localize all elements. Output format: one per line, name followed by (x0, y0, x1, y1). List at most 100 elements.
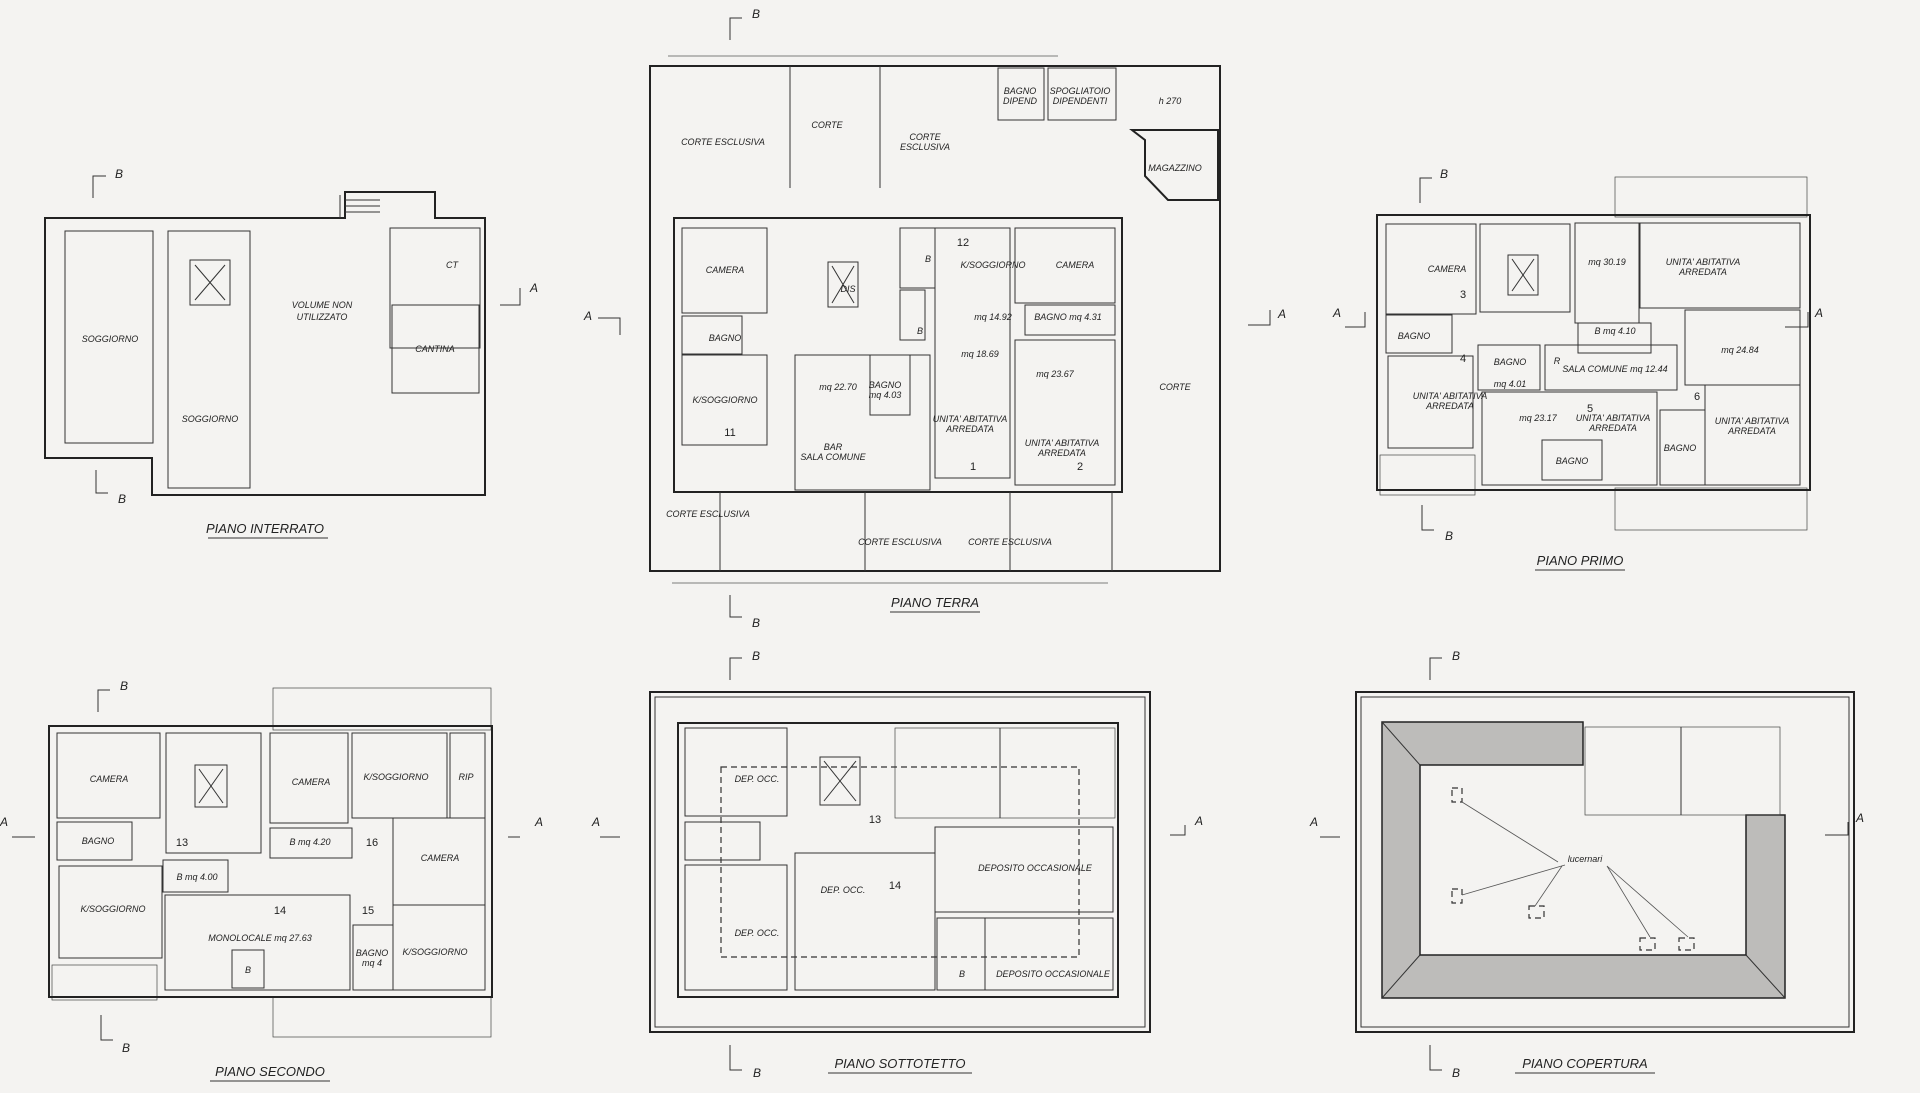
plan-piano-sottotetto: DEP. OCC. DEP. OCC. DEP. OCC. DEPOSITO O… (591, 649, 1203, 1080)
room-label: ESCLUSIVA (900, 142, 950, 152)
section-mark: A (1194, 814, 1203, 828)
unit-number: 16 (366, 837, 378, 849)
area-label: mq 22.70 (819, 382, 857, 392)
room-label: CORTE (811, 120, 843, 130)
room-label: BAGNO (356, 948, 389, 958)
room-label: B (925, 254, 931, 264)
room-label: K/SOGGIORNO (363, 772, 428, 782)
room-label: DEPOSITO OCCASIONALE (978, 863, 1093, 873)
section-mark: B (1452, 1066, 1460, 1080)
area-label: mq 14.92 (974, 312, 1012, 322)
section-mark: B (120, 679, 128, 693)
section-mark: A (1332, 306, 1341, 320)
unit-number: 14 (889, 880, 901, 892)
area-label: mq 24.84 (1721, 345, 1759, 355)
unit-number: 2 (1077, 461, 1083, 473)
room-label: UNITA' ABITATIVA (1666, 257, 1740, 267)
section-mark: A (583, 309, 592, 323)
room-label: CORTE ESCLUSIVA (858, 537, 942, 547)
plan-piano-terra: CORTE ESCLUSIVA CORTE CORTE ESCLUSIVA BA… (583, 7, 1286, 630)
section-mark: B (118, 492, 126, 506)
room-label: BAGNO (709, 333, 742, 343)
room-label: BAGNO (1664, 443, 1697, 453)
room-label: CAMERA (706, 265, 745, 275)
room-label: R (1554, 356, 1561, 366)
section-mark: A (529, 281, 538, 295)
area-label: mq 18.69 (961, 349, 999, 359)
section-mark: B (752, 7, 760, 21)
plan-title: PIANO INTERRATO (206, 521, 324, 536)
area-label: mq 30.19 (1588, 257, 1626, 267)
plan-title: PIANO TERRA (891, 595, 979, 610)
plan-piano-secondo: CAMERA CAMERA K/SOGGIORNO RIP BAGNO B mq… (0, 679, 543, 1082)
unit-number: 15 (362, 905, 374, 917)
unit-number: 13 (176, 837, 188, 849)
unit-number: 3 (1460, 289, 1466, 301)
room-label: K/SOGGIORNO (960, 260, 1025, 270)
section-mark: A (1814, 306, 1823, 320)
unit-number: 11 (724, 427, 735, 439)
area-label: mq 4.01 (1494, 379, 1527, 389)
room-label: UNITA' ABITATIVA (1715, 416, 1789, 426)
section-mark: B (1445, 529, 1453, 543)
area-label: mq 4.03 (869, 390, 902, 400)
room-label: BAGNO (1004, 86, 1037, 96)
room-label: CAMERA (292, 777, 331, 787)
unit-number: 5 (1587, 403, 1593, 415)
room-label: BAGNO (1398, 331, 1431, 341)
area-label: mq 23.17 (1519, 413, 1558, 423)
room-label: DEP. OCC. (735, 774, 780, 784)
room-label: SOGGIORNO (182, 414, 239, 424)
plan-piano-copertura: lucernari B B A A PIANO COPERTURA (1309, 649, 1864, 1080)
room-label: B (245, 965, 251, 975)
room-label: CAMERA (1056, 260, 1095, 270)
room-label: CORTE (1159, 382, 1191, 392)
room-label: BAR (824, 442, 843, 452)
room-label: RIP (458, 772, 473, 782)
room-label: CORTE ESCLUSIVA (681, 137, 765, 147)
room-label: CT (446, 260, 459, 270)
unit-number: 12 (957, 237, 969, 249)
room-label: UNITA' ABITATIVA (1576, 413, 1650, 423)
room-label: ARREDATA (1425, 401, 1474, 411)
room-label: ARREDATA (1037, 448, 1086, 458)
section-mark: B (1452, 649, 1460, 663)
section-mark: B (115, 167, 123, 181)
room-label: UTILIZZATO (297, 312, 348, 322)
room-label: VOLUME NON (292, 300, 353, 310)
section-mark: B (752, 649, 760, 663)
room-label: BAGNO (869, 380, 902, 390)
area-label: B mq 4.00 (176, 872, 217, 882)
area-label: mq 4 (362, 958, 382, 968)
area-label: mq 23.67 (1036, 369, 1075, 379)
room-label: CORTE ESCLUSIVA (666, 509, 750, 519)
room-label: ARREDATA (945, 424, 994, 434)
room-label: MAGAZZINO (1148, 163, 1202, 173)
area-label: B mq 4.10 (1594, 326, 1635, 336)
area-label: BAGNO mq 4.31 (1034, 312, 1102, 322)
room-label: DIPEND (1003, 96, 1038, 106)
room-label: K/SOGGIORNO (692, 395, 757, 405)
room-label: B (959, 969, 965, 979)
unit-number: 4 (1460, 353, 1466, 365)
room-label: DIPENDENTI (1053, 96, 1108, 106)
room-label: ARREDATA (1727, 426, 1776, 436)
room-label: B (917, 326, 923, 336)
room-label: CAMERA (421, 853, 460, 863)
area-label: MONOLOCALE mq 27.63 (208, 933, 312, 943)
plan-title: PIANO PRIMO (1537, 553, 1624, 568)
unit-number: 1 (970, 461, 976, 473)
room-label: CANTINA (415, 344, 455, 354)
room-label: SALA COMUNE (800, 452, 866, 462)
room-label: ARREDATA (1678, 267, 1727, 277)
room-label: K/SOGGIORNO (80, 904, 145, 914)
room-label: DEP. OCC. (821, 885, 866, 895)
room-label: CORTE ESCLUSIVA (968, 537, 1052, 547)
room-label: BAGNO (1556, 456, 1589, 466)
room-label: SOGGIORNO (82, 334, 139, 344)
height-annotation: h 270 (1159, 96, 1182, 106)
room-label: BAGNO (82, 836, 115, 846)
area-label: SALA COMUNE mq 12.44 (1562, 364, 1667, 374)
unit-number: 13 (869, 814, 881, 826)
